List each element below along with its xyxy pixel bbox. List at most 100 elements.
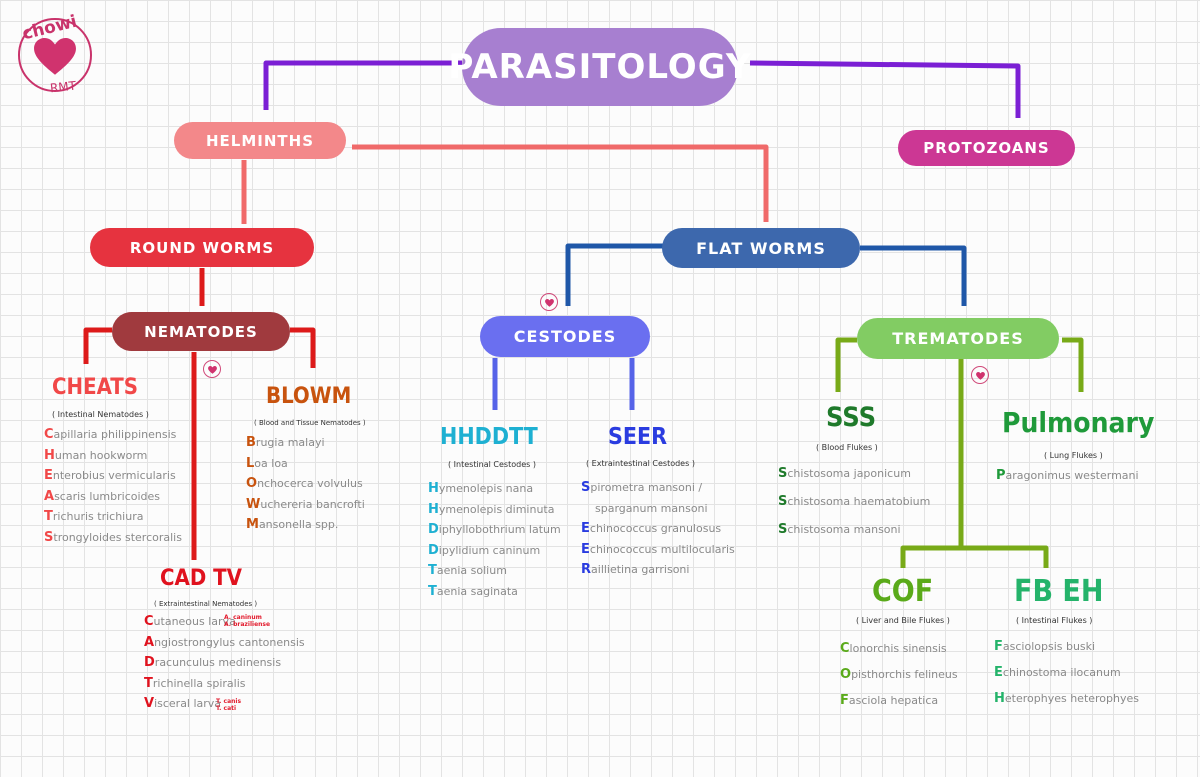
list-item: Ascaris lumbricoides — [44, 487, 182, 508]
note-line: A. caninum — [224, 614, 262, 621]
list-item: Diphyllobothrium latum — [428, 520, 561, 541]
item-initial: E — [44, 468, 53, 483]
list-item: Heterophyes heterophyes — [994, 686, 1139, 712]
item-initial: C — [840, 641, 850, 656]
item-initial: H — [428, 481, 439, 496]
list-item: Visceral larva — [144, 694, 305, 715]
item-initial: V — [144, 696, 155, 711]
list-item: Dracunculus medinensis — [144, 653, 305, 674]
node-trematodes: TREMATODES — [857, 318, 1059, 359]
item-text: isceral larva — [154, 697, 222, 710]
item-initial: T — [44, 509, 53, 524]
list-item: Schistosoma japonicum — [778, 460, 930, 488]
item-text: ymenolepis nana — [438, 482, 534, 495]
item-initial: H — [428, 501, 439, 517]
hhddtt-title: HHDDTT — [440, 424, 538, 450]
item-text: lonorchis sinensis — [849, 642, 947, 655]
item-initial: H — [994, 691, 1005, 706]
cof-subtitle: ( Liver and Bile Flukes ) — [856, 616, 950, 625]
cheats-title: CHEATS — [52, 375, 138, 400]
seer-title: SEER — [608, 424, 668, 450]
seer-subtitle: ( Extraintestinal Cestodes ) — [586, 459, 695, 468]
cadtv-subtitle: ( Extraintestinal Nematodes ) — [154, 600, 258, 608]
list-item: Trichinella spiralis — [144, 674, 305, 695]
item-text: chistosoma japonicum — [787, 467, 911, 480]
item-initial: S — [581, 480, 591, 495]
item-initial: C — [144, 614, 154, 629]
connector-nematodes-cheats — [83, 327, 112, 364]
connector-root-protozoans — [749, 60, 1021, 118]
list-item: Spirometra mansoni / — [581, 478, 735, 499]
item-initial: A — [44, 488, 55, 504]
item-initial: H — [44, 447, 55, 463]
pulmonary-subtitle: ( Lung Flukes ) — [1044, 451, 1103, 460]
item-initial: R — [581, 562, 592, 577]
blowm-title: BLOWM — [266, 384, 352, 409]
list-item: Angiostrongylus cantonensis — [144, 633, 305, 654]
list-item: Mansonella spp. — [246, 515, 365, 536]
item-initial: S — [778, 522, 788, 537]
item-text: chinococcus multilocularis — [589, 542, 735, 556]
blowm-list: Brugia malayi Loa loa Onchocerca volvulu… — [246, 433, 365, 536]
pulmonary-title: Pulmonary — [1002, 406, 1155, 439]
list-item: Hymenolepis nana — [428, 479, 561, 500]
note-line: A. braziliense — [224, 621, 271, 628]
logo-bottom-text: RMT — [49, 78, 77, 96]
hhddtt-list: Hymenolepis nana Hymenolepis diminuta Di… — [428, 479, 561, 602]
item-initial: E — [581, 541, 590, 557]
list-item: Dipylidium caninum — [428, 541, 561, 562]
list-item: Hymenolepis diminuta — [428, 500, 561, 521]
list-item: Trichuris trichiura — [44, 507, 182, 528]
list-item: sparganum mansoni — [581, 499, 735, 520]
chowi-stamp-icon — [540, 293, 558, 311]
item-text: pisthorchis felineus — [851, 668, 958, 681]
list-item: Echinococcus granulosus — [581, 519, 735, 540]
connector-flatworms-trematodes — [860, 245, 967, 306]
chowi-stamp-icon — [971, 366, 989, 384]
item-text: iphyllobothrium latum — [438, 523, 561, 536]
list-item: Taenia solium — [428, 561, 561, 582]
item-text: oa loa — [254, 456, 288, 470]
hhddtt-subtitle: ( Intestinal Cestodes ) — [448, 460, 536, 469]
list-item: Cutaneous larva — [144, 612, 305, 633]
item-text: chistosoma haematobium — [787, 495, 931, 508]
list-item: Fasciola hepatica — [840, 688, 958, 714]
node-protozoans: PROTOZOANS — [898, 130, 1075, 166]
item-initial: A — [144, 634, 155, 650]
item-initial: S — [44, 529, 54, 545]
item-text: utaneous larva — [153, 615, 236, 628]
fbeh-subtitle: ( Intestinal Flukes ) — [1016, 616, 1093, 625]
item-text: richuris trichiura — [52, 510, 144, 523]
list-item: Human hookworm — [44, 446, 182, 467]
note-line: T. cati — [216, 705, 237, 712]
blowm-subtitle: ( Blood and Tissue Nematodes ) — [254, 419, 366, 427]
item-initial: W — [246, 496, 261, 512]
connector-branch-cof-fbeh — [900, 545, 1049, 568]
item-initial: T — [428, 583, 437, 599]
heart-icon — [34, 38, 76, 75]
node-round-worms: ROUND WORMS — [90, 228, 314, 267]
connector-trematodes-pulmonary — [1062, 337, 1084, 392]
fbeh-list: Fasciolopsis buski Echinostoma ilocanum … — [994, 634, 1139, 712]
list-item: Taenia saginata — [428, 582, 561, 603]
connector-flatworms-cestodes — [565, 243, 664, 306]
item-text: aragonimus westermani — [1005, 469, 1139, 482]
item-initial: O — [840, 667, 852, 682]
list-item: Strongyloides stercoralis — [44, 528, 182, 549]
item-text: chistosoma mansoni — [787, 523, 901, 536]
item-text: richinella spiralis — [152, 676, 246, 690]
item-initial: S — [778, 494, 788, 509]
cadtv-title: CAD TV — [160, 566, 242, 591]
node-flat-worms: FLAT WORMS — [662, 228, 860, 268]
list-item: Raillietina garrisoni — [581, 560, 735, 581]
connector-nematodes-blowm — [290, 327, 316, 368]
node-parasitology: PARASITOLOGY — [449, 28, 751, 106]
item-text: ymenolepis diminuta — [438, 502, 555, 516]
item-text: ansonella spp. — [258, 518, 339, 531]
list-item: Loa loa — [246, 454, 365, 475]
list-item: Echinococcus multilocularis — [581, 540, 735, 561]
chowi-rmt-logo: chowi RMT — [14, 12, 94, 100]
item-text: uchereria bancrofti — [260, 497, 365, 511]
item-initial: D — [428, 542, 439, 558]
